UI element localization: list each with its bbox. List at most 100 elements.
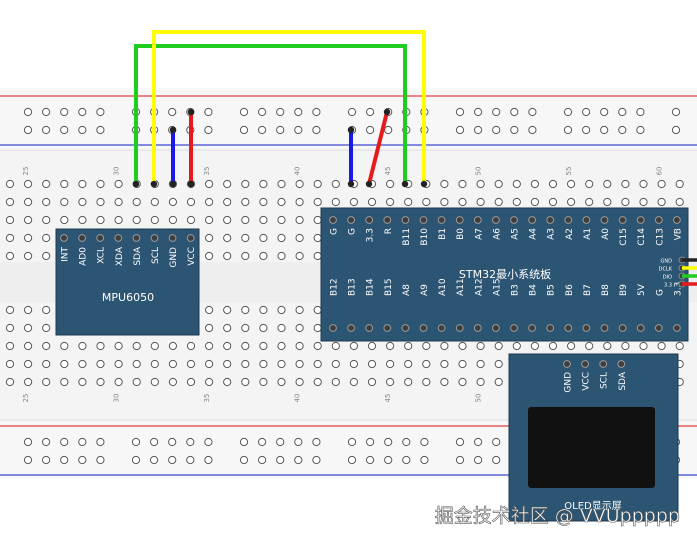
breadboard-hole: [114, 179, 123, 189]
breadboard-hole: [60, 359, 69, 369]
breadboard-hole: [458, 197, 467, 207]
breadboard-hole: [259, 323, 268, 333]
breadboard-hole: [528, 125, 537, 135]
breadboard-hole: [312, 455, 321, 465]
stm32-top-pin-hole: [419, 216, 428, 224]
breadboard-hole: [313, 341, 322, 351]
breadboard-hole: [241, 233, 250, 243]
stm32-bottom-pin-label: A9: [420, 284, 430, 296]
stm32-top-pin-label: B1: [438, 228, 448, 240]
breadboard-hole: [96, 455, 105, 465]
breadboard-hole: [259, 359, 268, 369]
breadboard-hole: [367, 197, 377, 207]
stm32-top-pin-hole: [329, 216, 337, 224]
breadboard-hole: [585, 197, 594, 207]
breadboard-hole: [671, 125, 681, 135]
breadboard-hole: [205, 377, 214, 387]
breadboard-hole: [96, 179, 105, 189]
oled-screen: [528, 407, 655, 488]
breadboard-hole: [186, 359, 196, 369]
breadboard-hole: [567, 179, 576, 189]
breadboard-hole: [5, 341, 15, 351]
column-number-bottom: 25: [22, 394, 30, 403]
breadboard-hole: [277, 359, 286, 369]
breadboard-hole: [312, 107, 321, 117]
breadboard-hole: [241, 305, 250, 315]
breadboard-hole: [510, 107, 519, 117]
breadboard-hole: [114, 197, 123, 207]
stm32-bottom-pin-hole: [528, 324, 536, 332]
breadboard-hole: [78, 179, 87, 189]
stm32-top-pin-label: A3: [547, 228, 557, 240]
breadboard-hole: [476, 341, 485, 351]
breadboard-hole: [366, 107, 375, 117]
oled-pin-hole: [563, 360, 571, 368]
stm32-top-pin-hole: [383, 216, 392, 224]
breadboard-hole: [96, 341, 105, 351]
stm32-bottom-pin-hole: [618, 324, 627, 332]
stm32-bottom-pin-hole: [401, 324, 410, 332]
breadboard-hole: [5, 233, 15, 243]
breadboard-hole: [295, 359, 304, 369]
stm32-top-pin-label: A5: [511, 228, 521, 240]
stm32-top-pin-hole: [618, 216, 627, 224]
breadboard-hole: [295, 197, 304, 207]
breadboard-hole: [600, 125, 609, 135]
stm32-top-pin-hole: [636, 216, 645, 224]
breadboard-hole: [294, 437, 303, 447]
breadboard-hole: [494, 197, 503, 207]
stm32-bottom-pin-hole: [473, 324, 482, 332]
breadboard-hole: [313, 233, 322, 243]
breadboard-hole: [420, 455, 429, 465]
breadboard-hole: [42, 251, 51, 261]
breadboard-hole: [277, 377, 286, 387]
breadboard-hole: [239, 437, 249, 447]
breadboard-hole: [150, 341, 159, 351]
breadboard-hole: [223, 359, 232, 369]
breadboard-hole: [277, 233, 286, 243]
breadboard-hole: [657, 197, 666, 207]
stm32-bottom-pin-hole: [564, 324, 573, 332]
breadboard-hole: [205, 305, 214, 315]
breadboard-hole: [548, 179, 558, 189]
breadboard-hole: [386, 377, 395, 387]
breadboard-hole: [621, 179, 630, 189]
stm32-bottom-pin-label: B13: [348, 278, 358, 296]
breadboard-hole: [241, 215, 250, 225]
column-number-top: 25: [22, 167, 30, 176]
breadboard-hole: [657, 179, 666, 189]
mpu6050-pin-label: VCC: [187, 247, 197, 266]
breadboard-hole: [205, 197, 214, 207]
breadboard-hole: [276, 107, 285, 117]
breadboard-hole: [349, 197, 358, 207]
breadboard-hole: [60, 437, 69, 447]
mpu6050-board: [55, 228, 200, 336]
stm32-bottom-pin-label: A10: [438, 278, 448, 296]
breadboard-hole: [96, 437, 105, 447]
stm32-top-pin-hole: [365, 216, 374, 224]
column-number-bottom: 35: [203, 394, 211, 403]
breadboard-hole: [60, 215, 69, 225]
stm32-bottom-pin-hole: [510, 324, 518, 332]
breadboard-hole: [205, 359, 214, 369]
stm32-top-pin-label: B10: [420, 228, 430, 246]
stm32-bottom-pin-hole: [546, 324, 555, 332]
mpu6050-pin-label: SDA: [133, 246, 143, 265]
breadboard-hole: [510, 125, 519, 135]
breadboard-hole: [347, 437, 357, 447]
breadboard-hole: [239, 125, 249, 135]
mpu6050-pin-label: AD0: [79, 247, 89, 266]
mpu6050-pin-hole: [78, 234, 86, 242]
breadboard-hole: [331, 359, 340, 369]
column-number-top: 30: [113, 167, 121, 176]
breadboard-hole: [402, 437, 411, 447]
breadboard-hole: [367, 359, 377, 369]
wire-end: [169, 180, 177, 188]
breadboard-hole: [42, 323, 51, 333]
mpu6050-title: MPU6050: [102, 291, 154, 304]
breadboard-hole: [259, 251, 268, 261]
breadboard-hole: [23, 107, 33, 117]
stm32-top-pin-label: R: [384, 228, 394, 234]
